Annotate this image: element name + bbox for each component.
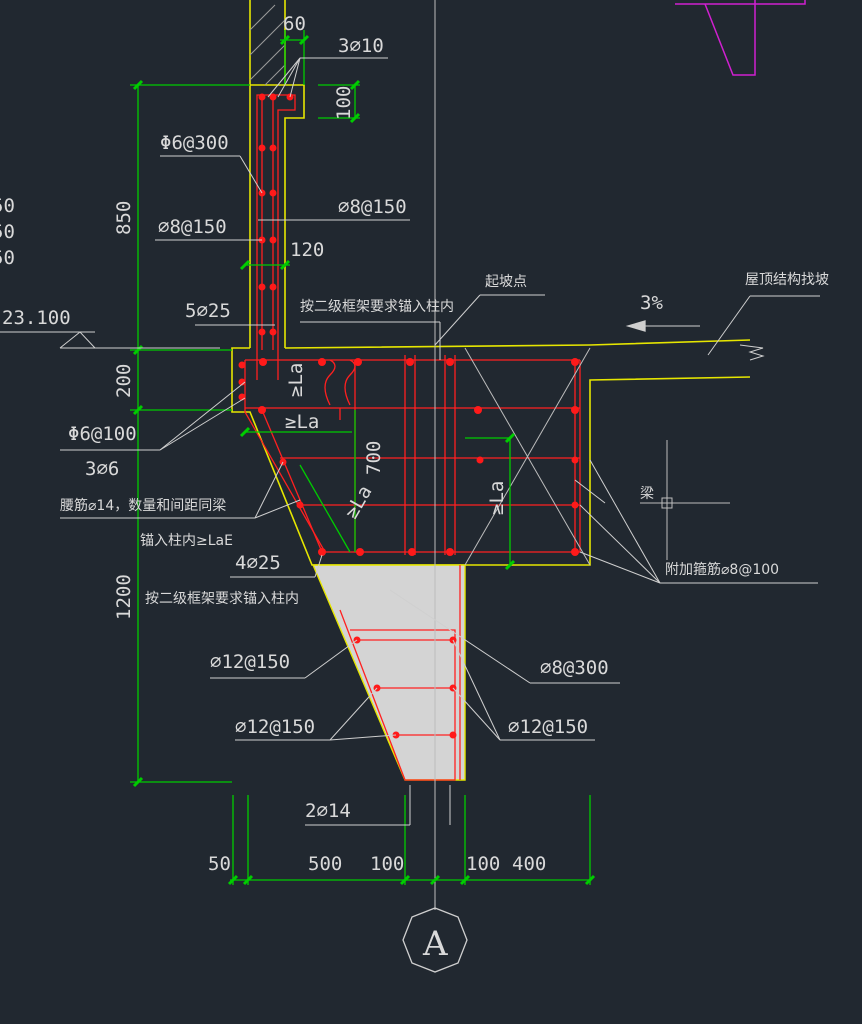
slope-3pct: 3% <box>640 292 663 314</box>
label-bar-8-300: ⌀8@300 <box>540 657 609 679</box>
wall-hatch <box>249 4 286 86</box>
dim-100-a: 100 <box>370 853 404 875</box>
dim-60: 60 <box>283 13 306 35</box>
la-label-1: ≥La <box>285 363 307 397</box>
magenta-outline <box>675 0 806 76</box>
label-bar-12-150-a: ⌀12@150 <box>210 651 290 673</box>
haunch-section <box>311 564 466 781</box>
dim-1200: 1200 <box>113 574 135 620</box>
note-roof-slope: 屋顶结构找坡 <box>745 272 829 288</box>
dim-850: 850 <box>113 201 135 235</box>
la-label-2: ≥La <box>285 411 319 433</box>
edge-50-c: 50 <box>0 247 15 269</box>
note-start-slope-point: 起坡点 <box>485 274 527 290</box>
dim-700: 700 <box>363 441 385 475</box>
la-label-4: ≥La <box>486 481 508 515</box>
label-stirrup-6-100: Φ6@100 <box>68 423 137 445</box>
la-label-3: ≥La <box>340 482 376 523</box>
drawing-labels: 60 3⌀10 100 Φ6@300 ⌀8@150 850 ⌀8@150 120… <box>0 13 829 964</box>
note-anchor-column-top: 按二级框架要求锚入柱内 <box>300 299 454 315</box>
dim-120: 120 <box>290 239 324 261</box>
label-bar-12-150-b: ⌀12@150 <box>235 716 315 738</box>
slope-arrow <box>625 320 646 332</box>
label-stirrup-6-300: Φ6@300 <box>160 132 229 154</box>
note-anchor-lae: 锚入柱内≥LaE <box>140 533 233 549</box>
note-extra-stirrup: 附加箍筋⌀8@100 <box>665 561 779 578</box>
note-anchor-column-bottom: 按二级框架要求锚入柱内 <box>145 591 299 607</box>
dim-200: 200 <box>113 364 135 398</box>
edge-50-a: 50 <box>0 195 15 217</box>
label-bar-3-6: 3⌀6 <box>85 458 119 480</box>
axis-label-A: A <box>422 924 448 964</box>
beam-diagonals <box>434 0 730 900</box>
label-bar-12-150-c: ⌀12@150 <box>508 716 588 738</box>
dim-50: 50 <box>208 853 231 875</box>
dimension-lines <box>130 30 591 885</box>
dim-400: 400 <box>512 853 546 875</box>
beam-tag: 梁 <box>640 486 654 502</box>
elevation-label: 23.100 <box>2 307 71 329</box>
leader-lines <box>0 57 820 910</box>
dim-500: 500 <box>308 853 342 875</box>
dim-100-b: 100 <box>466 853 500 875</box>
dimension-ticks <box>132 34 596 886</box>
label-bar-8-150-left: ⌀8@150 <box>158 216 227 238</box>
label-bar-2-14: 2⌀14 <box>305 800 351 822</box>
edge-50-b: 50 <box>0 221 15 243</box>
label-bar-4-25: 4⌀25 <box>235 552 281 574</box>
dim-100-top: 100 <box>333 86 355 120</box>
note-waist-bar: 腰筋⌀14，数量和间距同梁 <box>60 497 226 514</box>
label-bar-5-25: 5⌀25 <box>185 300 231 322</box>
label-bar-3-10: 3⌀10 <box>338 35 384 57</box>
axis-bubble <box>402 907 468 973</box>
label-bar-8-150-right: ⌀8@150 <box>338 196 407 218</box>
